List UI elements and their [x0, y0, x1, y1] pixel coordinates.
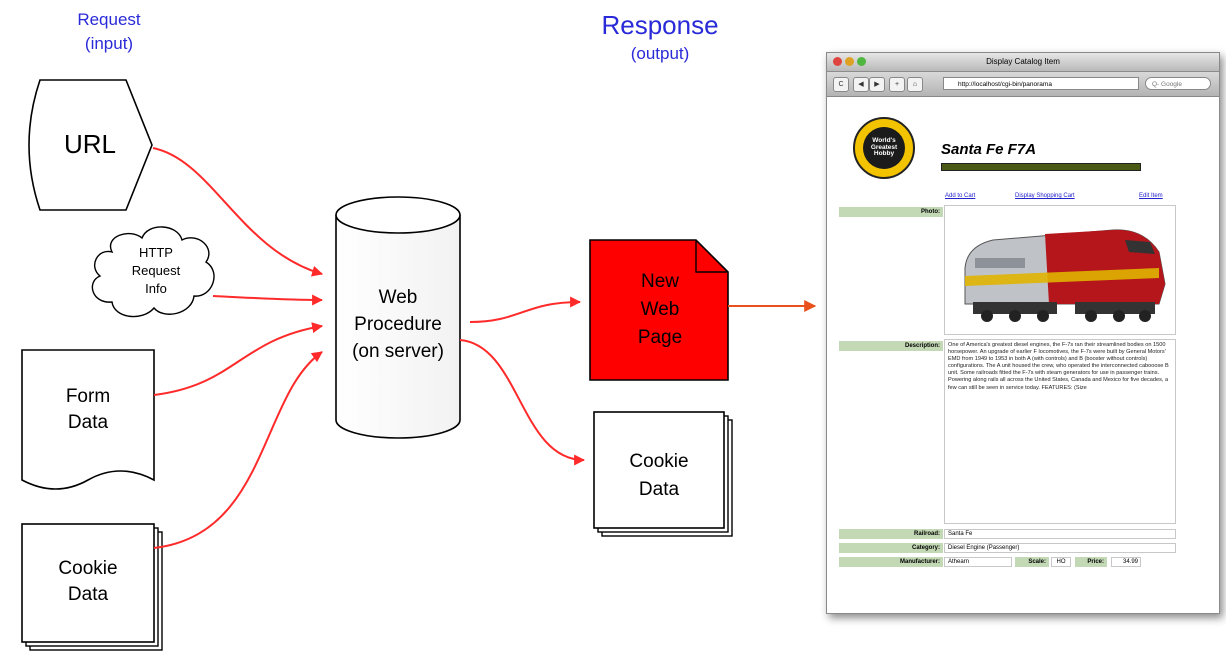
request-header: Request (input)	[44, 8, 174, 56]
arrow-url-to-procedure	[152, 147, 324, 277]
photo-label: Photo:	[839, 207, 943, 217]
product-photo	[944, 205, 1176, 335]
arrow-procedure-to-page	[469, 296, 582, 323]
http-label: HTTP Request Info	[110, 244, 202, 298]
procedure-line3: (on server)	[352, 341, 444, 362]
arrow-cookie-to-procedure	[153, 351, 323, 549]
cookie-output-label: Cookie Data	[594, 448, 724, 504]
procedure-line2: Procedure	[354, 314, 442, 335]
price-label: Price:	[1075, 557, 1107, 567]
http-label-line2: Request	[131, 263, 181, 278]
cookie-output-line2: Data	[638, 479, 680, 500]
locomotive-image	[964, 229, 1166, 322]
page-content: World's Greatest Hobby Santa Fe F7A Add …	[827, 97, 1219, 613]
forward-button[interactable]: ▶	[869, 77, 885, 92]
url-shape	[28, 79, 153, 211]
new-page-line2: Web	[640, 299, 680, 320]
manufacturer-label: Manufacturer:	[839, 557, 943, 567]
minimize-button[interactable]	[845, 57, 854, 66]
window-titlebar: Display Catalog Item	[827, 53, 1219, 72]
browser-window: Display Catalog Item C ◀ ▶ + ⌂ http://lo…	[826, 52, 1220, 614]
new-page-line3: Page	[637, 327, 683, 348]
hobby-logo: World's Greatest Hobby	[853, 117, 915, 179]
http-cloud-shape	[91, 226, 215, 318]
http-label-line1: HTTP	[139, 245, 173, 260]
form-data-label: Form Data	[22, 384, 154, 436]
category-label: Category:	[839, 543, 943, 553]
procedure-cylinder	[335, 215, 461, 439]
bookmark-icon[interactable]: +	[889, 77, 905, 92]
address-bar[interactable]: http://localhost/cgi-bin/panorama	[943, 77, 1139, 90]
railroad-value: Santa Fe	[944, 529, 1176, 539]
request-title: Request	[77, 10, 141, 29]
form-data-shape	[21, 349, 155, 490]
cookie-output-line1: Cookie	[629, 451, 689, 472]
response-subtitle: (output)	[630, 44, 690, 63]
cookie-input-label: Cookie Data	[22, 556, 154, 608]
scale-value: HO	[1051, 557, 1071, 567]
new-page-fold	[695, 240, 728, 273]
title-bar-decoration	[941, 163, 1141, 171]
reload-button[interactable]: C	[833, 77, 849, 92]
procedure-line1: Web	[378, 287, 418, 308]
response-title: Response	[601, 10, 719, 40]
display-cart-link[interactable]: Display Shopping Cart	[1015, 193, 1075, 199]
request-subtitle: (input)	[84, 34, 134, 53]
cookie-input-line1: Cookie	[58, 558, 118, 579]
price-value: 34.99	[1111, 557, 1141, 567]
cookie-output-shape	[593, 411, 725, 529]
back-button[interactable]: ◀	[853, 77, 869, 92]
close-button[interactable]	[833, 57, 842, 66]
cookie-input-line2: Data	[67, 584, 109, 605]
new-page-line1: New	[640, 271, 679, 292]
procedure-cylinder-top	[335, 196, 461, 234]
logo-text: World's Greatest Hobby	[863, 127, 905, 169]
scale-label: Scale:	[1015, 557, 1049, 567]
search-field[interactable]: Q- Google	[1145, 77, 1211, 90]
http-label-line3: Info	[145, 281, 167, 296]
window-title: Display Catalog Item	[986, 57, 1060, 66]
category-value: Diesel Engine (Passenger)	[944, 543, 1176, 553]
new-page-shape	[589, 239, 729, 381]
arrow-procedure-to-cookie	[459, 339, 586, 466]
description-label: Description:	[839, 341, 943, 351]
form-data-line1: Form	[65, 386, 111, 407]
response-header: Response (output)	[570, 8, 750, 66]
arrow-form-to-procedure	[153, 322, 324, 396]
description-text: One of America's greatest diesel engines…	[944, 339, 1176, 524]
zoom-button[interactable]	[857, 57, 866, 66]
form-data-line2: Data	[67, 412, 109, 433]
add-to-cart-link[interactable]: Add to Cart	[945, 193, 976, 199]
home-icon[interactable]: ⌂	[907, 77, 923, 92]
url-label: URL	[63, 129, 116, 159]
arrow-http-to-procedure	[212, 294, 324, 306]
railroad-label: Railroad:	[839, 529, 943, 539]
browser-toolbar: C ◀ ▶ + ⌂ http://localhost/cgi-bin/panor…	[827, 72, 1219, 97]
product-title: Santa Fe F7A	[941, 141, 1037, 158]
procedure-label: Web Procedure (on server)	[336, 284, 460, 365]
new-page-label: New Web Page	[596, 268, 724, 352]
cookie-input-shape	[21, 523, 155, 643]
manufacturer-value: Athearn	[944, 557, 1012, 567]
edit-item-link[interactable]: Edit Item	[1139, 193, 1163, 199]
